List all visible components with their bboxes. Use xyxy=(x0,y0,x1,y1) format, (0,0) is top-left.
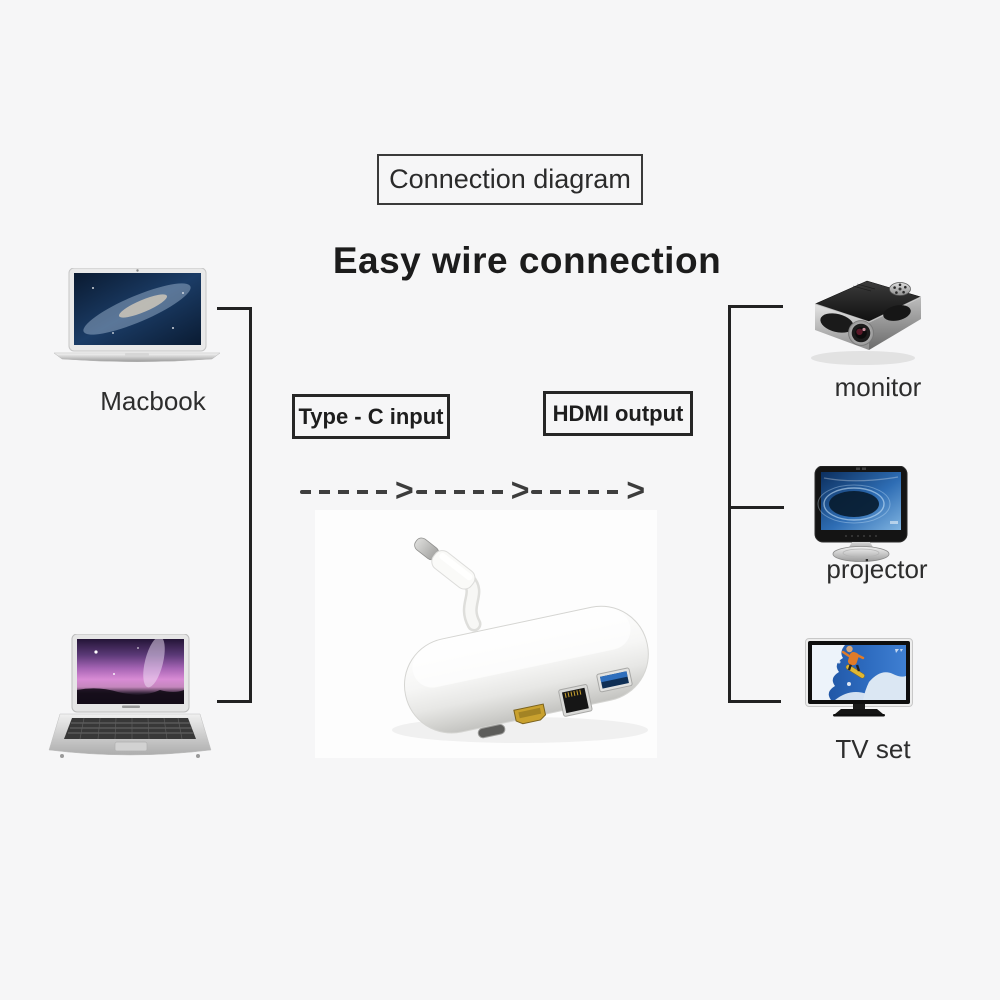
speaker-grille xyxy=(820,313,854,333)
arrow-head-icon: > xyxy=(510,472,530,508)
projector-device-image xyxy=(811,280,922,365)
desktop-monitor-image xyxy=(814,466,908,562)
hdmi-port-icon xyxy=(513,703,547,725)
arrow-dash-line xyxy=(300,490,394,494)
usb-a-port-icon xyxy=(596,667,633,693)
tv-set-label: TV set xyxy=(835,734,911,764)
arrow-dash-line xyxy=(531,490,626,494)
usb-c-plug-icon xyxy=(414,537,476,590)
arrow-dash-line xyxy=(415,490,510,494)
page-heading: Easy wire connection xyxy=(332,240,722,281)
type-c-input-label-box: Type - C input xyxy=(292,394,450,439)
arrow-segment: > xyxy=(531,474,647,510)
nebula-wallpaper xyxy=(77,639,184,704)
monitor-label: monitor xyxy=(834,372,922,402)
arrow-segment: > xyxy=(300,474,416,510)
ethernet-port-icon xyxy=(558,684,593,717)
snowboarder-figure xyxy=(841,645,865,679)
tv-stand xyxy=(835,709,883,714)
galaxy-wallpaper xyxy=(83,283,191,335)
left-bracket-vertical-line xyxy=(249,307,252,703)
arrow-head-icon: > xyxy=(395,472,414,508)
right-bracket-top-stub xyxy=(728,305,783,308)
right-bracket-vertical-line xyxy=(728,305,731,703)
usb-c-port-icon xyxy=(477,724,506,739)
macbook-label: Macbook xyxy=(100,386,206,416)
webcam-dot-icon xyxy=(136,269,139,272)
usb-c-multiport-adapter-image xyxy=(315,510,657,758)
title-box: Connection diagram xyxy=(377,154,643,205)
type-c-input-text: Type - C input xyxy=(298,403,444,429)
hdmi-output-label-box: HDMI output xyxy=(543,391,693,436)
right-bracket-bottom-stub xyxy=(728,700,781,703)
snowboarder-wallpaper xyxy=(812,645,906,700)
flow-arrow: > > > xyxy=(300,472,672,510)
touchpad xyxy=(114,741,148,752)
arrow-head-icon: > xyxy=(626,472,646,508)
hdmi-output-text: HDMI output xyxy=(552,400,684,426)
left-bracket-bottom-stub xyxy=(217,700,252,703)
projector-label: projector xyxy=(826,554,928,584)
arrow-segment: > xyxy=(415,472,532,510)
tv-device-image xyxy=(805,638,913,717)
samsung-laptop-image xyxy=(48,634,212,758)
right-bracket-middle-stub xyxy=(728,506,784,509)
title-text: Connection diagram xyxy=(389,164,631,194)
product-photo xyxy=(315,510,657,758)
left-bracket-top-stub xyxy=(217,307,252,310)
macbook-image xyxy=(53,268,221,362)
keyboard xyxy=(64,718,196,739)
